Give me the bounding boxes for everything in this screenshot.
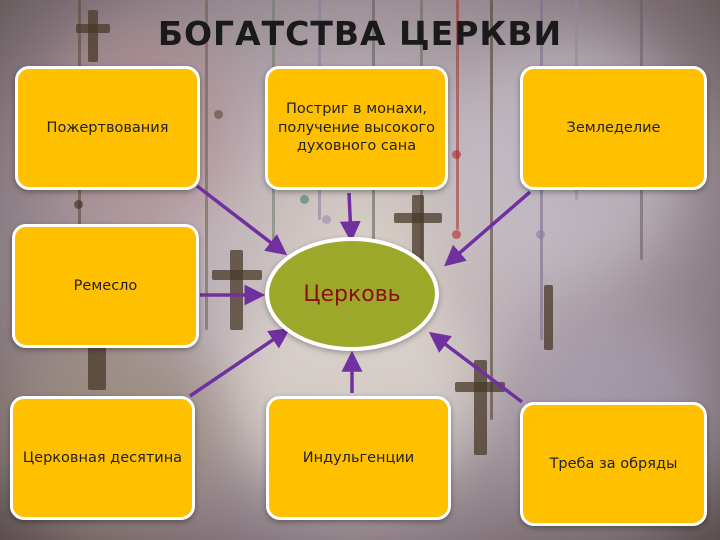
box-craft-label: Ремесло <box>74 277 138 296</box>
center-node-label: Церковь <box>303 282 400 307</box>
arrow-donations <box>197 186 283 252</box>
box-rites-label: Треба за обряды <box>550 455 678 474</box>
center-node-church: Церковь <box>265 237 439 351</box>
box-indulgences: Индульгенции <box>266 396 451 520</box>
box-craft: Ремесло <box>12 224 199 348</box>
box-agriculture-label: Земледелие <box>567 119 661 138</box>
box-ordination: Постриг в монахи, получение высокого дух… <box>265 66 448 190</box>
box-tithe-label: Церковная десятина <box>23 449 182 468</box>
box-ordination-label: Постриг в монахи, получение высокого дух… <box>276 100 437 157</box>
box-donations: Пожертвования <box>15 66 200 190</box>
box-donations-label: Пожертвования <box>47 119 169 138</box>
box-agriculture: Земледелие <box>520 66 707 190</box>
arrow-tithe <box>190 331 286 396</box>
box-rites: Треба за обряды <box>520 402 707 526</box>
arrow-ordination <box>349 193 351 237</box>
arrow-rites <box>433 335 522 402</box>
box-indulgences-label: Индульгенции <box>303 449 414 468</box>
arrow-agriculture <box>448 192 530 263</box>
box-tithe: Церковная десятина <box>10 396 195 520</box>
